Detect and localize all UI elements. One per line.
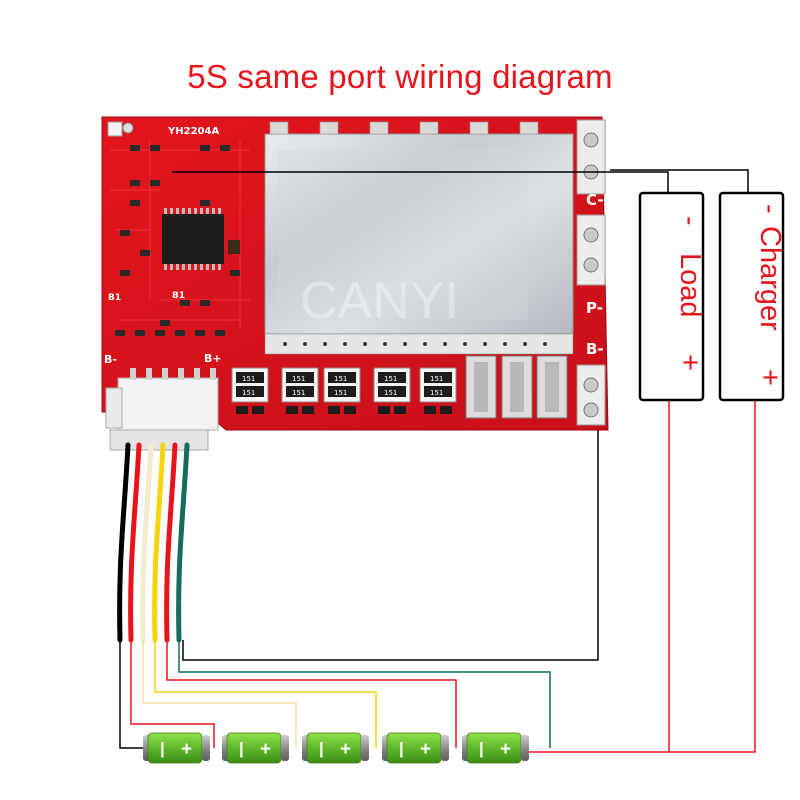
diagram-title: 5S same port wiring diagram [187, 58, 613, 95]
load-label: Load [674, 253, 706, 318]
battery-plus-label: + [260, 739, 271, 760]
wiring-line [178, 640, 551, 748]
battery-cell: |+ [382, 732, 449, 764]
battery-cell: |+ [143, 732, 210, 764]
mosfet-cell: 151 151 [373, 367, 411, 414]
battery-minus-label: | [239, 739, 244, 758]
mosfet-cell: 151 151 [323, 367, 361, 414]
p-minus-label: P- [586, 299, 603, 317]
battery-plus-label: + [340, 739, 351, 760]
battery-plus-label: + [500, 739, 511, 760]
balance-wire [164, 442, 178, 643]
power-mosfets [465, 355, 568, 419]
mosfet-code-label: 151 [334, 389, 347, 397]
mosfet-code-label: 151 [334, 375, 347, 383]
bms-ic-chip [162, 208, 224, 270]
battery-minus-label: | [479, 739, 484, 758]
b-plus-label: B+ [204, 352, 222, 365]
heatsink [264, 121, 574, 355]
capacitor [228, 240, 240, 254]
mosfet-code-label: 151 [384, 375, 397, 383]
bms-board: YH2204A B1 B1 CANYI [101, 116, 609, 451]
battery-plus-label: + [420, 739, 431, 760]
balance-components: 151 151 151 151 151 151 151 151 151 151 [231, 367, 457, 414]
battery-cell: |+ [222, 732, 289, 764]
wiring-line [528, 400, 756, 753]
c-minus-label: C- [586, 191, 604, 209]
battery-cell: |+ [302, 732, 369, 764]
charger-plus-label: + [754, 369, 786, 386]
charger-label: Charger [754, 226, 786, 331]
mosfet-cell: 151 151 [281, 367, 319, 414]
battery-minus-label: | [319, 739, 324, 758]
balance-wire [176, 442, 190, 643]
b1-label-left: B1 [108, 293, 121, 303]
wiring-lines [119, 169, 756, 753]
balance-wire [117, 442, 131, 643]
load-minus-label: - [674, 216, 706, 226]
battery-cell: |+ [462, 732, 529, 764]
mosfet-cell: 151 151 [231, 367, 269, 414]
b1-label-mid: B1 [172, 291, 185, 301]
mounting-holes [107, 121, 134, 137]
mosfet-code-label: 151 [430, 375, 443, 383]
wiring-line [142, 640, 297, 748]
load-plus-label: + [674, 354, 706, 371]
wiring-line [154, 640, 377, 748]
charger-terminal-box: - Charger + [718, 191, 786, 402]
mosfet-code-label: 151 [242, 389, 255, 397]
load-terminal-box: - Load + [638, 191, 706, 402]
wiring-line [600, 171, 669, 193]
wiring-line [166, 640, 457, 748]
battery-minus-label: | [160, 739, 165, 758]
b-minus-label-left: B- [104, 353, 117, 366]
output-pads [576, 119, 606, 426]
mosfet-code-label: 151 [242, 375, 255, 383]
balance-connector [105, 368, 219, 451]
balance-wire [140, 442, 154, 643]
smd-components [115, 145, 240, 336]
balance-wire [152, 442, 166, 643]
b-minus-label-right: B- [586, 340, 604, 358]
mosfet-cell: 151 151 [419, 367, 457, 414]
mosfet-code-label: 151 [292, 389, 305, 397]
mosfet-code-label: 151 [292, 375, 305, 383]
wiring-line [119, 640, 145, 749]
wiring-line [172, 169, 749, 193]
balance-wire [128, 442, 142, 643]
wiring-line [182, 430, 599, 661]
mosfet-code-label: 151 [384, 389, 397, 397]
battery-minus-label: | [399, 739, 404, 758]
board-model-label: YH2204A [167, 126, 219, 137]
watermark: CANYI [300, 272, 459, 330]
battery-plus-label: + [181, 739, 192, 760]
mosfet-code-label: 151 [430, 389, 443, 397]
battery-cells: |+|+|+|+|+ [143, 732, 529, 764]
charger-minus-label: - [754, 204, 786, 214]
wiring-line [130, 640, 215, 748]
balance-wire-bundle [117, 442, 190, 643]
